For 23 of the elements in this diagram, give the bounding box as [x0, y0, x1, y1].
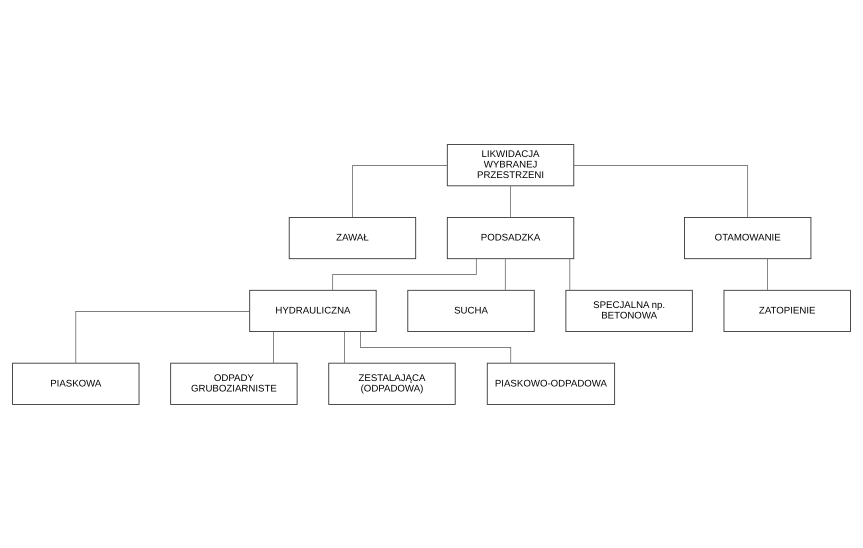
connector	[573, 164, 748, 217]
node-box: OTAMOWANIE	[684, 216, 812, 259]
connector	[352, 164, 448, 217]
node-box: PIASKOWO-ODPADOWA	[486, 362, 616, 404]
connector	[504, 258, 506, 290]
node-box: SPECJALNA np. BETONOWA	[565, 289, 693, 332]
node-box: PODSADZKA	[446, 216, 574, 259]
connector	[273, 330, 274, 363]
connector	[569, 258, 570, 290]
connector	[510, 185, 511, 218]
connector	[360, 330, 512, 363]
node-box: SUCHA	[407, 289, 535, 332]
node-box: ZATOPIENIE	[724, 289, 851, 332]
connector	[75, 310, 250, 363]
node-box: ODPADY GRUBOZIARNISTE	[170, 362, 298, 404]
connector	[332, 258, 477, 290]
connector	[767, 258, 768, 290]
connector	[344, 330, 345, 363]
node-box: ZAWAŁ	[288, 216, 416, 259]
node-box: LIKWIDACJA WYBRANEJ PRZESTRZENI	[446, 144, 574, 186]
node-box: ZESTALAJĄCA (ODPADOWA)	[328, 362, 456, 404]
node-box: PIASKOWA	[12, 362, 140, 404]
node-box: HYDRAULICZNA	[249, 289, 377, 332]
